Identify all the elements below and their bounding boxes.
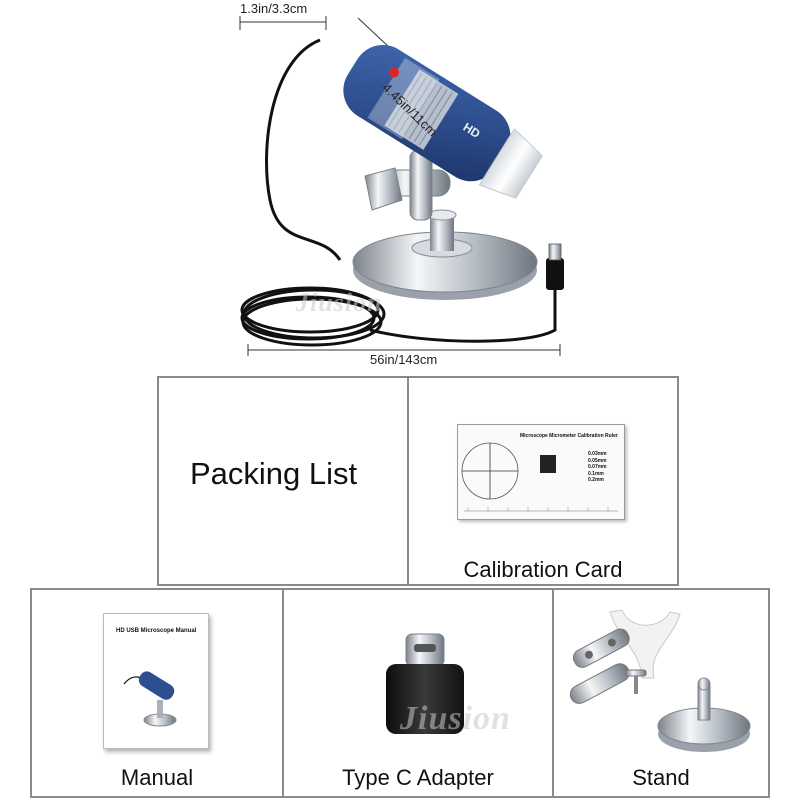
type-c-adapter-image <box>386 633 464 734</box>
usb-cable <box>240 38 557 347</box>
watermark-top: Jiusion <box>296 288 383 317</box>
stand-caption: Stand <box>632 765 690 790</box>
stand-parts-image <box>569 609 751 752</box>
packing-list-title: Packing List <box>190 456 358 491</box>
calibration-scale-1: 0.03mm <box>588 451 607 457</box>
calibration-reticle <box>461 442 618 512</box>
watermark-bottom: Jiusion <box>400 700 511 737</box>
microscope-illustration: HD <box>239 16 564 356</box>
manual-caption: Manual <box>120 765 194 790</box>
calibration-card-caption: Calibration Card <box>463 557 623 582</box>
stand-arm <box>364 149 451 221</box>
manual-booklet: HD USB Microscope Manual <box>103 613 209 749</box>
manual-cover-title: HD USB Microscope Manual <box>116 628 197 634</box>
calibration-scale-2: 0.05mm <box>588 457 607 464</box>
calibration-scale-3: 0.07mm <box>588 464 607 470</box>
stand-panel <box>552 588 770 798</box>
stand-base <box>352 209 538 300</box>
manual-cover-image <box>123 671 177 727</box>
calibration-card-panel <box>407 376 679 586</box>
usb-plug <box>546 243 564 290</box>
calibration-scale-4: 0.1mm <box>588 470 604 477</box>
calibration-card-heading: Microscope Micrometer Calibration Ruler <box>520 433 618 439</box>
microscope-body: HD <box>343 45 543 199</box>
dimension-diameter: 1.3in/3.3cm <box>240 1 308 16</box>
calibration-scale-5: 0.2mm <box>588 477 604 483</box>
product-image: HD <box>230 0 590 370</box>
dimension-cable: 56in/143cm <box>370 352 438 367</box>
calibration-card: Microscope Micrometer Calibration Ruler … <box>457 424 625 520</box>
adapter-caption: Type C Adapter <box>342 765 494 790</box>
